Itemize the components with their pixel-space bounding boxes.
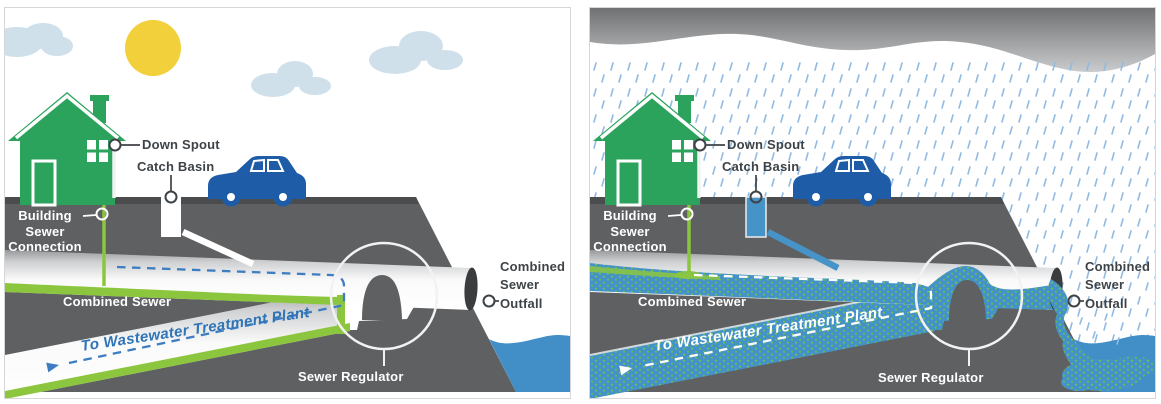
flow-arrow bbox=[46, 362, 59, 373]
roof-eave bbox=[14, 93, 120, 140]
dry-weather-panel: Down Spout Catch Basin Building Sewer Co… bbox=[4, 7, 571, 399]
wet-weather-panel: Down Spout Catch Basin Building Sewer Co… bbox=[589, 7, 1156, 399]
house-icon bbox=[8, 92, 126, 207]
sun-icon bbox=[125, 20, 181, 76]
catch-basin-stream bbox=[766, 229, 840, 271]
label-combined-sewer: Combined Sewer bbox=[638, 294, 747, 309]
label-combined-sewer-outfall: Combined Sewer Outfall bbox=[500, 259, 566, 311]
house-icon bbox=[593, 92, 711, 207]
label-building-sewer-connection: Building Sewer Connection bbox=[593, 208, 667, 255]
label-down-spout: Down Spout bbox=[142, 137, 220, 152]
dry-weather-scene bbox=[5, 20, 570, 398]
flow-arrow bbox=[619, 365, 632, 376]
storm-cloud bbox=[590, 8, 1155, 73]
overflow-stream bbox=[1048, 279, 1099, 377]
catch-basin-full bbox=[745, 196, 767, 238]
door bbox=[31, 159, 57, 207]
callout-markers bbox=[82, 138, 499, 366]
catch-basin bbox=[161, 197, 181, 237]
interceptor-pipe bbox=[5, 287, 350, 398]
label-down-spout: Down Spout bbox=[727, 137, 805, 152]
overflow-plume bbox=[1061, 356, 1155, 391]
callout-markers bbox=[667, 138, 1084, 366]
label-catch-basin: Catch Basin bbox=[137, 159, 215, 174]
label-sewer-regulator: Sewer Regulator bbox=[298, 369, 404, 384]
door bbox=[616, 159, 642, 207]
label-combined-sewer: Combined Sewer bbox=[63, 294, 172, 309]
interceptor-pipe-full bbox=[590, 287, 935, 398]
wet-weather-scene bbox=[590, 8, 1155, 398]
label-catch-basin: Catch Basin bbox=[722, 159, 800, 174]
regulator-weir bbox=[949, 280, 986, 321]
regulator-weir bbox=[362, 275, 402, 320]
splash-droplets bbox=[1066, 306, 1120, 345]
catch-basin-connector bbox=[181, 229, 255, 267]
flow-direction-dashes bbox=[641, 273, 933, 368]
label-combined-sewer-outfall: Combined Sewer Outfall bbox=[1085, 259, 1151, 311]
flow-direction-dashes bbox=[68, 265, 346, 365]
car-icon bbox=[208, 156, 306, 207]
outfall-opening bbox=[464, 267, 478, 311]
roof-eave bbox=[599, 93, 705, 140]
label-building-sewer-connection: Building Sewer Connection bbox=[8, 208, 82, 255]
sewage-dollop bbox=[675, 271, 701, 279]
car-icon bbox=[793, 156, 891, 207]
receiving-water bbox=[489, 335, 570, 392]
label-sewer-regulator: Sewer Regulator bbox=[878, 370, 984, 385]
cloud-icon bbox=[5, 23, 463, 97]
